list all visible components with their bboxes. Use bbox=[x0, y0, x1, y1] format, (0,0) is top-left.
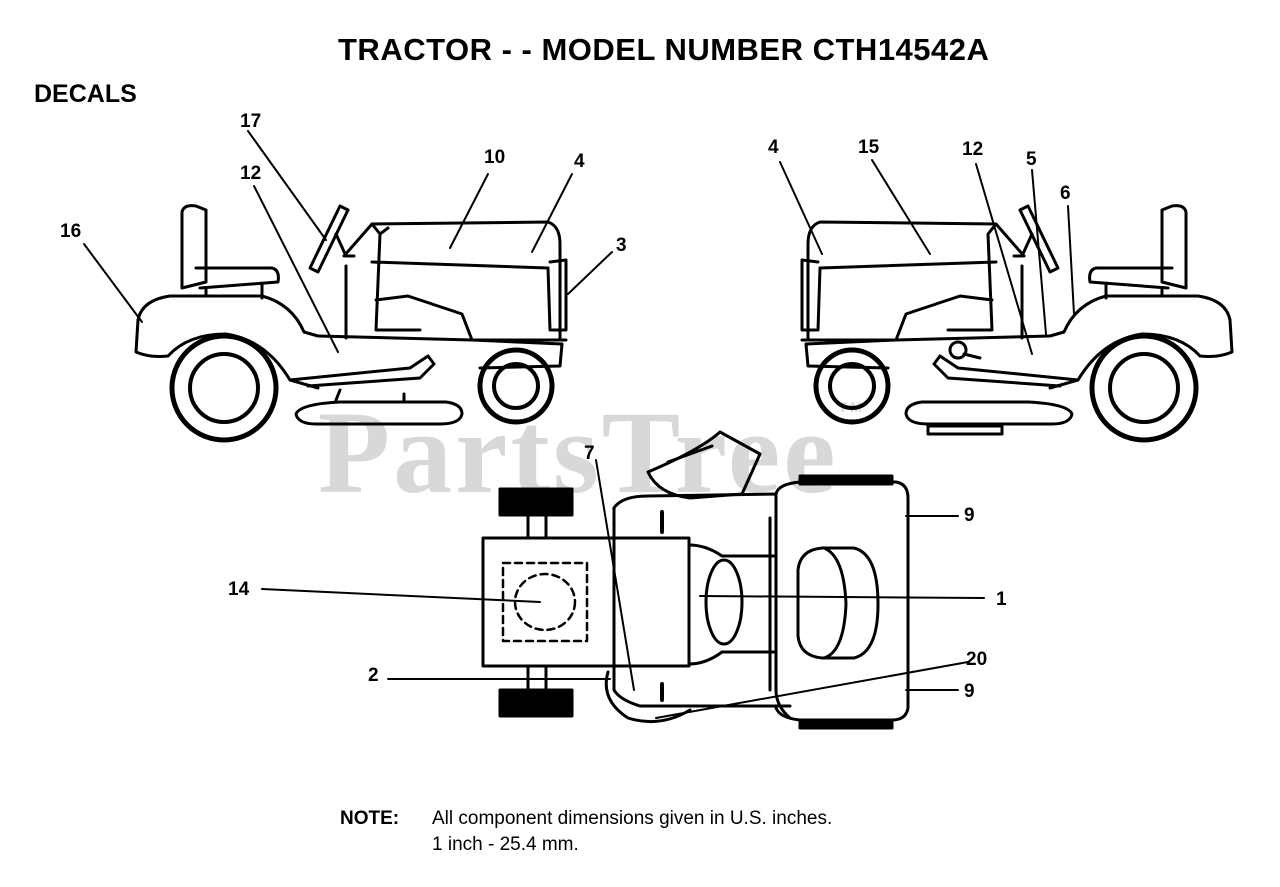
callout-15: 15 bbox=[858, 137, 880, 158]
callout-1: 1 bbox=[996, 589, 1007, 610]
callout-7: 7 bbox=[584, 443, 595, 464]
callout-10: 10 bbox=[484, 147, 506, 168]
callout-2: 2 bbox=[368, 665, 379, 686]
tractor-left-view bbox=[83, 130, 613, 443]
callout-5: 5 bbox=[1026, 149, 1037, 170]
right-view-leaders bbox=[779, 159, 1075, 355]
callout-12: 12 bbox=[962, 139, 984, 160]
callout-12: 12 bbox=[240, 163, 262, 184]
tractor-right-view bbox=[800, 204, 1234, 443]
tractor-top-view bbox=[261, 430, 985, 730]
note-label: NOTE: bbox=[340, 808, 400, 829]
callout-4: 4 bbox=[768, 137, 779, 158]
callout-6: 6 bbox=[1060, 183, 1071, 204]
page-title: TRACTOR - - MODEL NUMBER CTH14542A bbox=[338, 32, 990, 67]
callout-14: 14 bbox=[228, 579, 250, 600]
callout-20: 20 bbox=[966, 649, 988, 670]
callout-4: 4 bbox=[574, 151, 585, 172]
callout-9: 9 bbox=[964, 681, 975, 702]
control-knob bbox=[948, 340, 968, 360]
watermark: PartsTreeTM bbox=[318, 387, 865, 518]
callout-17: 17 bbox=[240, 111, 262, 132]
callout-9: 9 bbox=[964, 505, 975, 526]
note-line-1: All component dimensions given in U.S. i… bbox=[432, 808, 833, 829]
note-line-2: 1 inch - 25.4 mm. bbox=[432, 834, 579, 855]
callout-16: 16 bbox=[60, 221, 82, 242]
section-title: DECALS bbox=[34, 80, 137, 108]
callout-3: 3 bbox=[616, 235, 627, 256]
